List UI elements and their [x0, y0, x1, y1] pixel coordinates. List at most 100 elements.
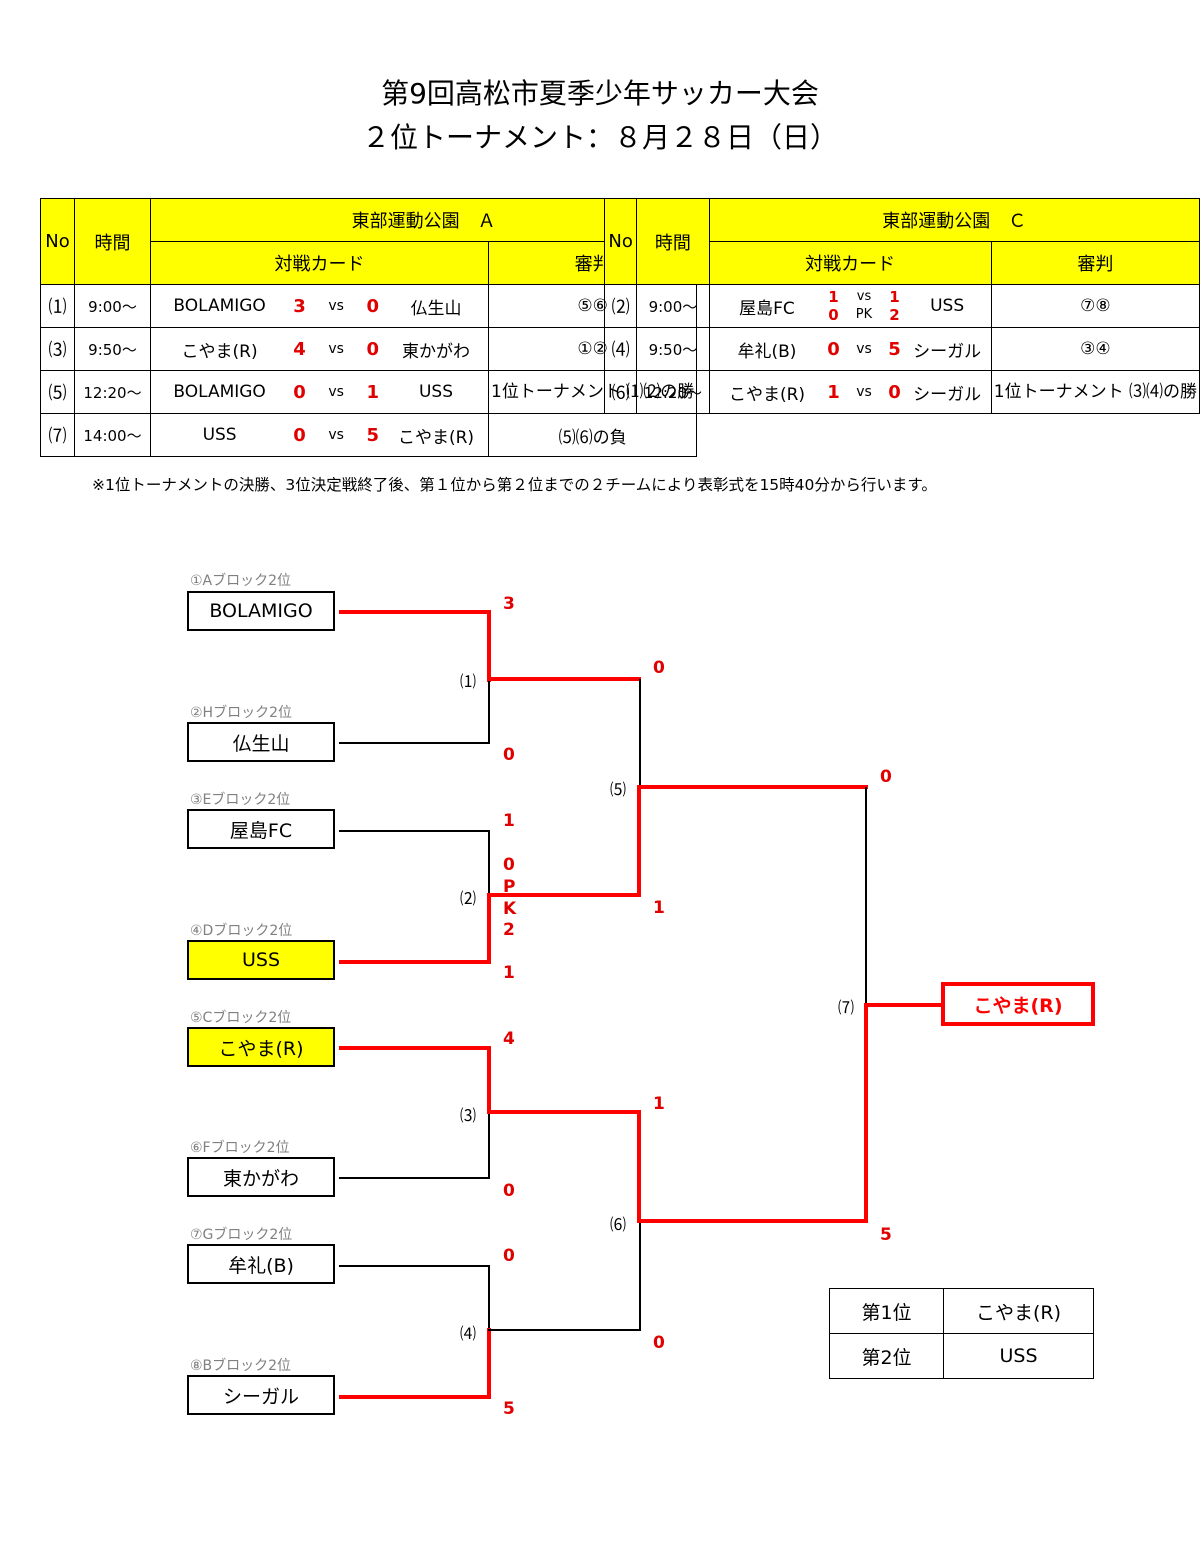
home-score: 0 — [293, 424, 306, 446]
vs-label: vs — [856, 289, 872, 304]
home-score: 3 — [293, 295, 306, 317]
game-number: ⑸ — [610, 780, 627, 799]
match-time: 9:00～ — [74, 284, 151, 328]
match-no: ⑴ — [40, 284, 75, 328]
score: 0 — [503, 745, 515, 765]
away-team: シーガル — [913, 341, 982, 362]
vs-label: vs — [328, 298, 344, 314]
header-card: 対戦カード — [150, 241, 489, 285]
bracket-line — [637, 785, 868, 789]
match-card: 屋島FC 1 0 vs PK 1 2 USS — [708, 284, 992, 328]
game-number: ⑹ — [610, 1215, 627, 1234]
match-no: ⑶ — [40, 327, 75, 371]
bracket-line — [864, 1003, 942, 1007]
team-box: 牟礼(B) — [187, 1244, 335, 1284]
match-no: ⑺ — [40, 413, 75, 457]
bracket-line — [339, 960, 491, 964]
away-team: シーガル — [913, 384, 982, 405]
match-no: ⑷ — [603, 327, 638, 371]
bracket-line — [639, 679, 641, 787]
header-card: 対戦カード — [708, 241, 992, 285]
home-team: こやま(R) — [728, 384, 806, 405]
pk-label: PK — [855, 307, 873, 322]
game-number: ⑵ — [460, 889, 477, 908]
away-team: 仏生山 — [410, 298, 462, 319]
away-pk: 2 — [889, 306, 900, 324]
team-box: 屋島FC — [187, 809, 335, 849]
away-team: こやま(R) — [397, 427, 475, 448]
table-row: 第1位 こやま(R) — [829, 1288, 1094, 1334]
bracket-line — [637, 1110, 641, 1223]
champion-box: こやま(R) — [941, 982, 1095, 1026]
home-team: 牟礼(B) — [737, 341, 797, 362]
bracket-line — [639, 1221, 641, 1331]
rank-place: 第1位 — [829, 1288, 944, 1334]
referee: ⑸⑹の負 — [487, 413, 698, 457]
block-label: ⑦Gブロック2位 — [190, 1227, 293, 1243]
match-card: BOLAMIGO 3 vs 0 仏生山 — [150, 284, 489, 328]
away-score: 1 — [366, 381, 379, 403]
ranking-table: 第1位 こやま(R) 第2位 USS — [829, 1288, 1094, 1379]
referee: ⑦⑧ — [990, 284, 1200, 328]
match-no: ⑸ — [40, 370, 75, 414]
vs-label: vs — [328, 341, 344, 357]
vs-label: vs — [856, 341, 872, 357]
away-team: USS — [418, 382, 453, 402]
match-card: こやま(R) 1 vs 0 シーガル — [708, 370, 992, 414]
rank-place: 第2位 — [829, 1333, 944, 1379]
bracket-line — [637, 1219, 868, 1223]
away-team: USS — [930, 296, 965, 316]
table-row: ⑸ 12:20～ BOLAMIGO 0 vs 1 USS 1位トーナメント ⑴⑵… — [40, 370, 698, 414]
header-time: 時間 — [636, 198, 710, 285]
header-no: No — [40, 198, 75, 285]
match-time: 12:20～ — [74, 370, 151, 414]
bracket-line — [339, 1395, 491, 1399]
header-no: No — [603, 198, 638, 285]
match-time: 12:20～ — [636, 370, 710, 414]
rank-team: USS — [943, 1333, 1094, 1379]
block-label: ⑧Bブロック2位 — [190, 1358, 292, 1374]
team-box: こやま(R) — [187, 1027, 335, 1067]
bracket-line — [487, 677, 641, 681]
table-row: ⑷ 9:50～ 牟礼(B) 0 vs 5 シーガル ③④ — [603, 327, 1200, 371]
score: 5 — [880, 1225, 892, 1245]
game-number: ⑺ — [838, 998, 855, 1017]
home-score: 1 — [827, 381, 840, 403]
header-ref: 審判 — [990, 241, 1200, 285]
bracket-line — [339, 1046, 491, 1050]
vs-label: vs — [328, 427, 344, 443]
score: 0 — [503, 855, 515, 875]
match-card: 牟礼(B) 0 vs 5 シーガル — [708, 327, 992, 371]
bracket-line — [487, 893, 491, 964]
ceremony-note: ※1位トーナメントの決勝、3位決定戦終了後、第１位から第２位までの２チームにより… — [92, 476, 937, 494]
score: 1 — [503, 811, 515, 831]
score: 2 — [503, 920, 515, 940]
match-card: USS 0 vs 5 こやま(R) — [150, 413, 489, 457]
venue-c: 東部運動公園 Ｃ — [708, 198, 1200, 242]
block-label: ③Eブロック2位 — [190, 792, 291, 808]
match-time: 9:50～ — [74, 327, 151, 371]
score: 0 — [880, 767, 892, 787]
bracket-line — [339, 742, 490, 744]
home-team: 屋島FC — [739, 298, 795, 319]
match-no: ⑹ — [603, 370, 638, 414]
team-box: BOLAMIGO — [187, 591, 335, 631]
vs-pk: vs PK — [845, 288, 884, 324]
bracket-line — [865, 787, 867, 1005]
referee: 1位トーナメント ⑶⑷の勝 — [990, 370, 1200, 414]
score: 0 — [653, 1333, 665, 1353]
score: 0 — [653, 658, 665, 678]
block-label: ②Hブロック2位 — [190, 705, 292, 721]
block-label: ④Dブロック2位 — [190, 923, 293, 939]
match-time: 9:50～ — [636, 327, 710, 371]
match-time: 9:00～ — [636, 284, 710, 328]
vs-label: vs — [328, 384, 344, 400]
table-row: ⑺ 14:00～ USS 0 vs 5 こやま(R) ⑸⑹の負 — [40, 413, 698, 457]
table-row: ⑶ 9:50～ こやま(R) 4 vs 0 東かがわ ①② — [40, 327, 698, 371]
home-team: BOLAMIGO — [173, 296, 266, 316]
page-title: 第9回高松市夏季少年サッカー大会 — [381, 77, 819, 110]
home-score: 0 — [827, 338, 840, 360]
score: 1 — [653, 1094, 665, 1114]
bracket-line — [487, 610, 491, 682]
score: P — [503, 877, 516, 897]
